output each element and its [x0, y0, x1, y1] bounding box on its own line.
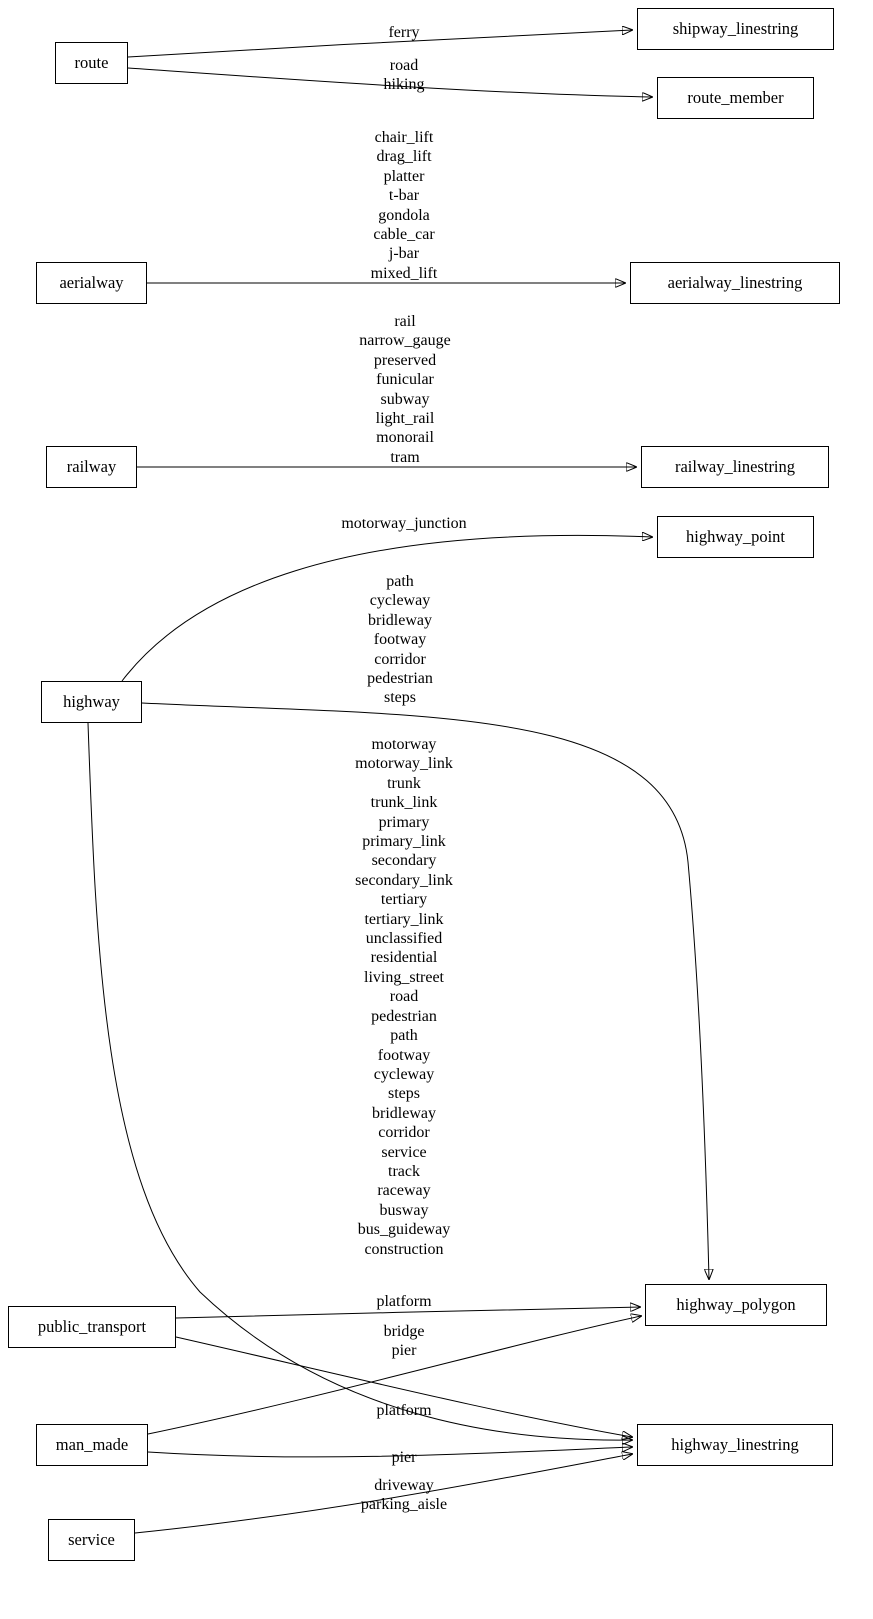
edge-route-route_member	[127, 67, 652, 97]
node-shipway_linestring: shipway_linestring	[637, 8, 834, 50]
node-aerialway_linestring-label: aerialway_linestring	[667, 273, 803, 292]
node-highway: highway	[41, 681, 142, 723]
node-route-label: route	[74, 53, 109, 72]
edge-man_made-highway_linestring	[147, 1447, 632, 1458]
edge-label-railway-railway_linestring: rail narrow_gauge preserved funicular su…	[359, 313, 451, 466]
node-highway_polygon-label: highway_polygon	[676, 1295, 796, 1314]
node-highway_linestring: highway_linestring	[637, 1424, 833, 1466]
node-aerialway-label: aerialway	[59, 273, 124, 292]
node-service-label: service	[68, 1530, 115, 1549]
edge-highway-highway_linestring	[87, 722, 632, 1440]
edge-label-public_transport-highway_polygon: platform	[376, 1293, 432, 1310]
node-highway-label: highway	[63, 692, 120, 711]
node-railway_linestring: railway_linestring	[641, 446, 829, 488]
edge-label-public_transport-highway_linestring: platform	[376, 1402, 432, 1419]
edge-public_transport-highway_polygon	[175, 1307, 640, 1319]
edge-highway-highway_point	[121, 535, 652, 682]
edge-label-highway-highway_point: motorway_junction	[341, 515, 467, 532]
edge-man_made-highway_polygon	[147, 1316, 641, 1435]
edge-label-highway-highway_polygon: path cycleway bridleway footway corridor…	[367, 573, 433, 707]
node-highway_point: highway_point	[657, 516, 814, 558]
node-aerialway: aerialway	[36, 262, 147, 304]
node-railway-label: railway	[66, 457, 117, 476]
node-highway_linestring-label: highway_linestring	[671, 1435, 799, 1454]
node-railway: railway	[46, 446, 137, 488]
node-highway_polygon: highway_polygon	[645, 1284, 827, 1326]
edge-label-aerialway-aerialway_linestring: chair_lift drag_lift platter t-bar gondo…	[370, 129, 438, 282]
node-route: route	[55, 42, 128, 84]
node-railway_linestring-label: railway_linestring	[674, 457, 796, 476]
node-aerialway_linestring: aerialway_linestring	[630, 262, 840, 304]
edge-label-route-shipway_linestring: ferry	[388, 24, 420, 41]
edge-highway-highway_polygon	[141, 702, 709, 1279]
node-man_made-label: man_made	[55, 1435, 129, 1454]
node-man_made: man_made	[36, 1424, 148, 1466]
edge-route-shipway_linestring	[127, 30, 632, 58]
node-shipway_linestring-label: shipway_linestring	[672, 19, 799, 38]
node-public_transport-label: public_transport	[37, 1317, 147, 1336]
edge-service-highway_linestring	[134, 1454, 632, 1534]
edge-label-route-route_member: road hiking	[383, 57, 425, 94]
node-route_member-label: route_member	[687, 88, 784, 107]
node-route_member: route_member	[657, 77, 814, 119]
edge-label-service-highway_linestring: driveway parking_aisle	[360, 1477, 448, 1514]
edge-label-man_made-highway_linestring: pier	[391, 1449, 417, 1466]
edge-public_transport-highway_linestring	[175, 1336, 632, 1437]
node-service: service	[48, 1519, 135, 1561]
edge-label-highway-highway_linestring: motorway motorway_link trunk trunk_link …	[355, 736, 453, 1258]
edge-label-man_made-highway_polygon: bridge pier	[383, 1323, 425, 1360]
node-highway_point-label: highway_point	[686, 527, 785, 546]
node-public_transport: public_transport	[8, 1306, 176, 1348]
